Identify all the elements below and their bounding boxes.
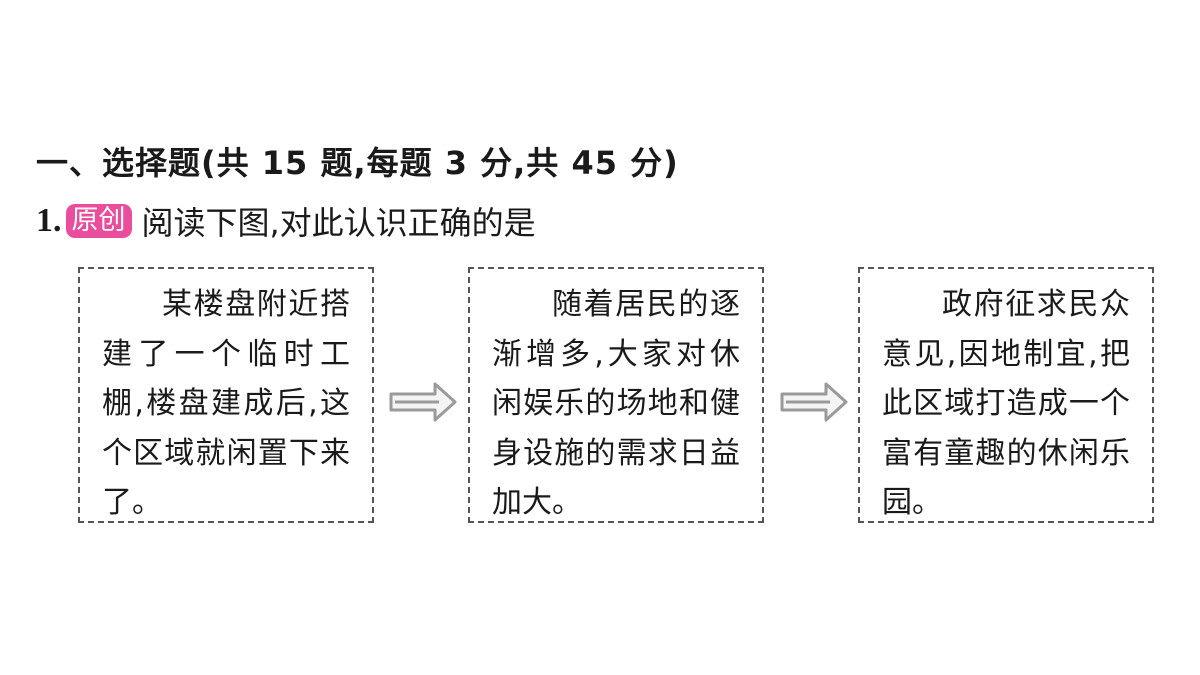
flow-box-3: 政府征求民众意见,因地制宜,把此区域打造成一个富有童趣的休闲乐园。 (858, 267, 1154, 523)
question-number: 1. (36, 202, 62, 239)
right-arrow-icon (780, 382, 848, 422)
flow-box-1-text: 某楼盘附近搭建了一个临时工棚,楼盘建成后,这个区域就闲置下来了。 (102, 287, 350, 520)
original-badge: 原创 (65, 204, 132, 238)
flow-box-2-text: 随着居民的逐渐增多,大家对休闲娱乐的场地和健身设施的需求日益加大。 (492, 287, 740, 520)
right-arrow-icon (389, 382, 457, 422)
flow-box-1: 某楼盘附近搭建了一个临时工棚,楼盘建成后,这个区域就闲置下来了。 (78, 267, 374, 523)
section-heading: 一、选择题(共 15 题,每题 3 分,共 45 分) (36, 144, 679, 182)
question-text: 阅读下图,对此认识正确的是 (141, 204, 536, 242)
flow-box-2: 随着居民的逐渐增多,大家对休闲娱乐的场地和健身设施的需求日益加大。 (468, 267, 764, 523)
question-stem: 1. 原创 阅读下图,对此认识正确的是 (36, 198, 536, 244)
flow-box-3-text: 政府征求民众意见,因地制宜,把此区域打造成一个富有童趣的休闲乐园。 (882, 287, 1130, 520)
